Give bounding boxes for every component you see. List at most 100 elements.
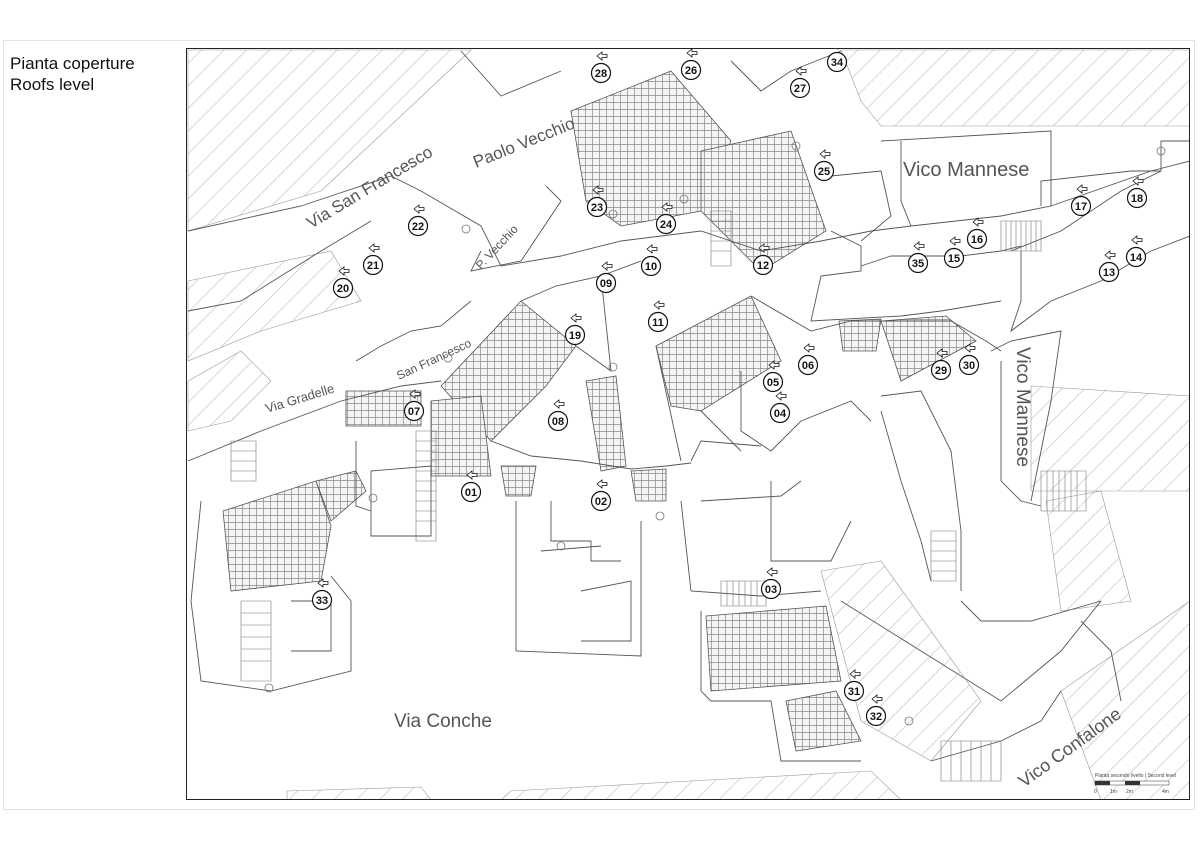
marker-label: 07 bbox=[408, 406, 420, 418]
marker-circle bbox=[655, 213, 677, 235]
marker-circle bbox=[797, 354, 819, 376]
marker-35: 35 bbox=[907, 241, 929, 274]
view-direction-arrow-icon bbox=[795, 66, 807, 76]
marker-circle bbox=[843, 680, 865, 702]
marker-label: 15 bbox=[948, 253, 960, 265]
marker-label: 16 bbox=[971, 234, 983, 246]
marker-label: 31 bbox=[848, 686, 860, 698]
marker-26: 26 bbox=[680, 49, 702, 81]
marker-label: 04 bbox=[774, 408, 787, 420]
marker-09: 09 bbox=[595, 261, 617, 294]
title-english: Roofs level bbox=[10, 75, 95, 94]
marker-circle bbox=[362, 254, 384, 276]
marker-circle bbox=[752, 254, 774, 276]
marker-circle bbox=[1126, 187, 1148, 209]
street-paolo-vecchio: Paolo Vecchio bbox=[470, 114, 577, 172]
marker-circle bbox=[789, 77, 811, 99]
marker-label: 18 bbox=[1131, 193, 1143, 205]
marker-18: 18 bbox=[1126, 176, 1148, 209]
marker-label: 23 bbox=[591, 202, 603, 214]
marker-19: 19 bbox=[564, 313, 586, 346]
marker-label: 30 bbox=[963, 360, 975, 372]
view-direction-arrow-icon bbox=[775, 391, 787, 401]
view-direction-arrow-icon bbox=[413, 204, 425, 214]
marker-circle bbox=[813, 160, 835, 182]
small-circles bbox=[264, 141, 1166, 726]
view-direction-arrow-icon bbox=[553, 399, 565, 409]
marker-label: 21 bbox=[367, 260, 379, 272]
marker-circle bbox=[1070, 195, 1092, 217]
marker-05: 05 bbox=[762, 360, 784, 393]
view-direction-arrow-icon bbox=[686, 49, 698, 58]
view-direction-arrow-icon bbox=[819, 149, 831, 159]
marker-circle bbox=[590, 490, 612, 512]
title-italian: Pianta coperture bbox=[10, 54, 135, 73]
marker-10: 10 bbox=[640, 244, 662, 277]
marker-33: 33 bbox=[311, 578, 333, 611]
marker-label: 20 bbox=[337, 283, 349, 295]
marker-circle bbox=[460, 481, 482, 503]
marker-label: 01 bbox=[465, 487, 477, 499]
hatched-zones bbox=[187, 49, 1189, 799]
marker-circle bbox=[943, 247, 965, 269]
marker-label: 34 bbox=[831, 57, 844, 69]
marker-label: 14 bbox=[1130, 252, 1143, 264]
marker-22: 22 bbox=[407, 204, 429, 237]
street-vico-mannese-vertical: Vico Mannese bbox=[1012, 347, 1033, 467]
scale-tick-2: 2m bbox=[1126, 789, 1133, 795]
marker-circle bbox=[590, 62, 612, 84]
marker-circle bbox=[907, 252, 929, 274]
marker-label: 09 bbox=[600, 278, 612, 290]
marker-13: 13 bbox=[1098, 250, 1120, 283]
scale-tick-3: 4m bbox=[1162, 789, 1169, 795]
view-direction-arrow-icon bbox=[972, 217, 984, 227]
marker-14: 14 bbox=[1125, 235, 1147, 268]
marker-circle bbox=[647, 311, 669, 333]
marker-label: 10 bbox=[645, 261, 657, 273]
marker-label: 06 bbox=[802, 360, 814, 372]
marker-25: 25 bbox=[813, 149, 835, 182]
marker-04: 04 bbox=[769, 391, 791, 424]
scale-caption: Pianta secondo livello | Second level bbox=[1095, 773, 1176, 779]
view-direction-arrow-icon bbox=[601, 261, 613, 271]
marker-23: 23 bbox=[586, 185, 608, 218]
marker-label: 03 bbox=[765, 584, 777, 596]
view-direction-arrow-icon bbox=[849, 669, 861, 679]
marker-20: 20 bbox=[332, 266, 354, 299]
view-direction-arrow-icon bbox=[1132, 176, 1144, 186]
marker-label: 32 bbox=[870, 711, 882, 723]
view-direction-arrow-icon bbox=[338, 266, 350, 276]
view-direction-arrow-icon bbox=[871, 694, 883, 704]
marker-label: 05 bbox=[767, 377, 779, 389]
map-title: Pianta coperture Roofs level bbox=[10, 53, 135, 95]
marker-label: 08 bbox=[552, 416, 564, 428]
street-vico-mannese-horizontal: Vico Mannese bbox=[903, 159, 1029, 181]
view-direction-arrow-icon bbox=[592, 185, 604, 195]
view-direction-arrow-icon bbox=[768, 360, 780, 370]
marker-label: 13 bbox=[1103, 267, 1115, 279]
marker-circle bbox=[564, 324, 586, 346]
view-direction-arrow-icon bbox=[596, 51, 608, 61]
marker-label: 33 bbox=[316, 595, 328, 607]
view-direction-arrow-icon bbox=[936, 348, 948, 358]
scale-tick-0: 0 bbox=[1094, 789, 1097, 795]
street-via-gradelle: Via Gradelle bbox=[263, 381, 336, 416]
marker-circle bbox=[1125, 246, 1147, 268]
marker-circle bbox=[762, 371, 784, 393]
marker-circle bbox=[865, 705, 887, 727]
view-direction-arrow-icon bbox=[570, 313, 582, 323]
marker-circle bbox=[769, 402, 791, 424]
marker-circle bbox=[680, 59, 702, 81]
marker-circle bbox=[930, 359, 952, 381]
tiled-roofs bbox=[222, 70, 977, 752]
marker-16: 16 bbox=[966, 217, 988, 250]
marker-label: 17 bbox=[1075, 201, 1087, 213]
marker-label: 35 bbox=[912, 258, 924, 270]
view-direction-arrow-icon bbox=[758, 243, 770, 253]
view-direction-arrow-icon bbox=[466, 470, 478, 480]
marker-circle bbox=[760, 578, 782, 600]
marker-01: 01 bbox=[460, 470, 482, 503]
marker-30: 30 bbox=[958, 343, 980, 376]
view-direction-arrow-icon bbox=[964, 343, 976, 353]
marker-02: 02 bbox=[590, 479, 612, 512]
